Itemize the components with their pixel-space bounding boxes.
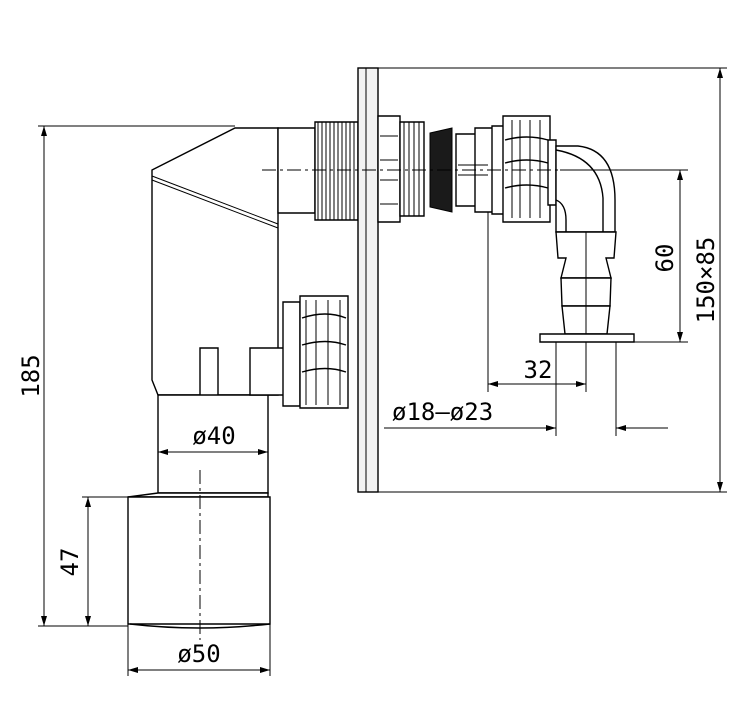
- outlet-pipe: [127, 496, 271, 629]
- dim-label-32: 32: [524, 356, 553, 384]
- dim-label-185: 185: [17, 354, 45, 397]
- hose-barb: [539, 231, 635, 343]
- dimension-hose-range: ø18–ø23: [384, 342, 668, 436]
- dim-label-60: 60: [651, 244, 679, 273]
- center-lines: [199, 169, 560, 640]
- dimension-32: 32: [487, 212, 587, 392]
- dimension-60: 60: [560, 169, 688, 343]
- dimension-47: 47: [56, 496, 128, 627]
- dimension-150x85: 150×85: [378, 67, 727, 493]
- dimension-diameter-40: ø40: [158, 422, 268, 455]
- dim-label-47: 47: [56, 548, 84, 577]
- flange-nut: [377, 115, 425, 223]
- dim-label-150x85: 150×85: [692, 237, 720, 324]
- side-inlet-nut: [249, 295, 349, 409]
- wall-plate: [357, 67, 379, 493]
- siphon-body: [127, 127, 279, 498]
- union-nut: [502, 115, 557, 223]
- dim-label-diameter-50: ø50: [177, 640, 220, 668]
- dim-label-diameter-40: ø40: [192, 422, 235, 450]
- dimension-diameter-50: ø50: [127, 624, 271, 676]
- elbow-pipe: [555, 145, 616, 233]
- dimension-185: 185: [17, 125, 235, 627]
- threaded-connector: [277, 121, 359, 221]
- dim-label-hose-range: ø18–ø23: [392, 398, 493, 426]
